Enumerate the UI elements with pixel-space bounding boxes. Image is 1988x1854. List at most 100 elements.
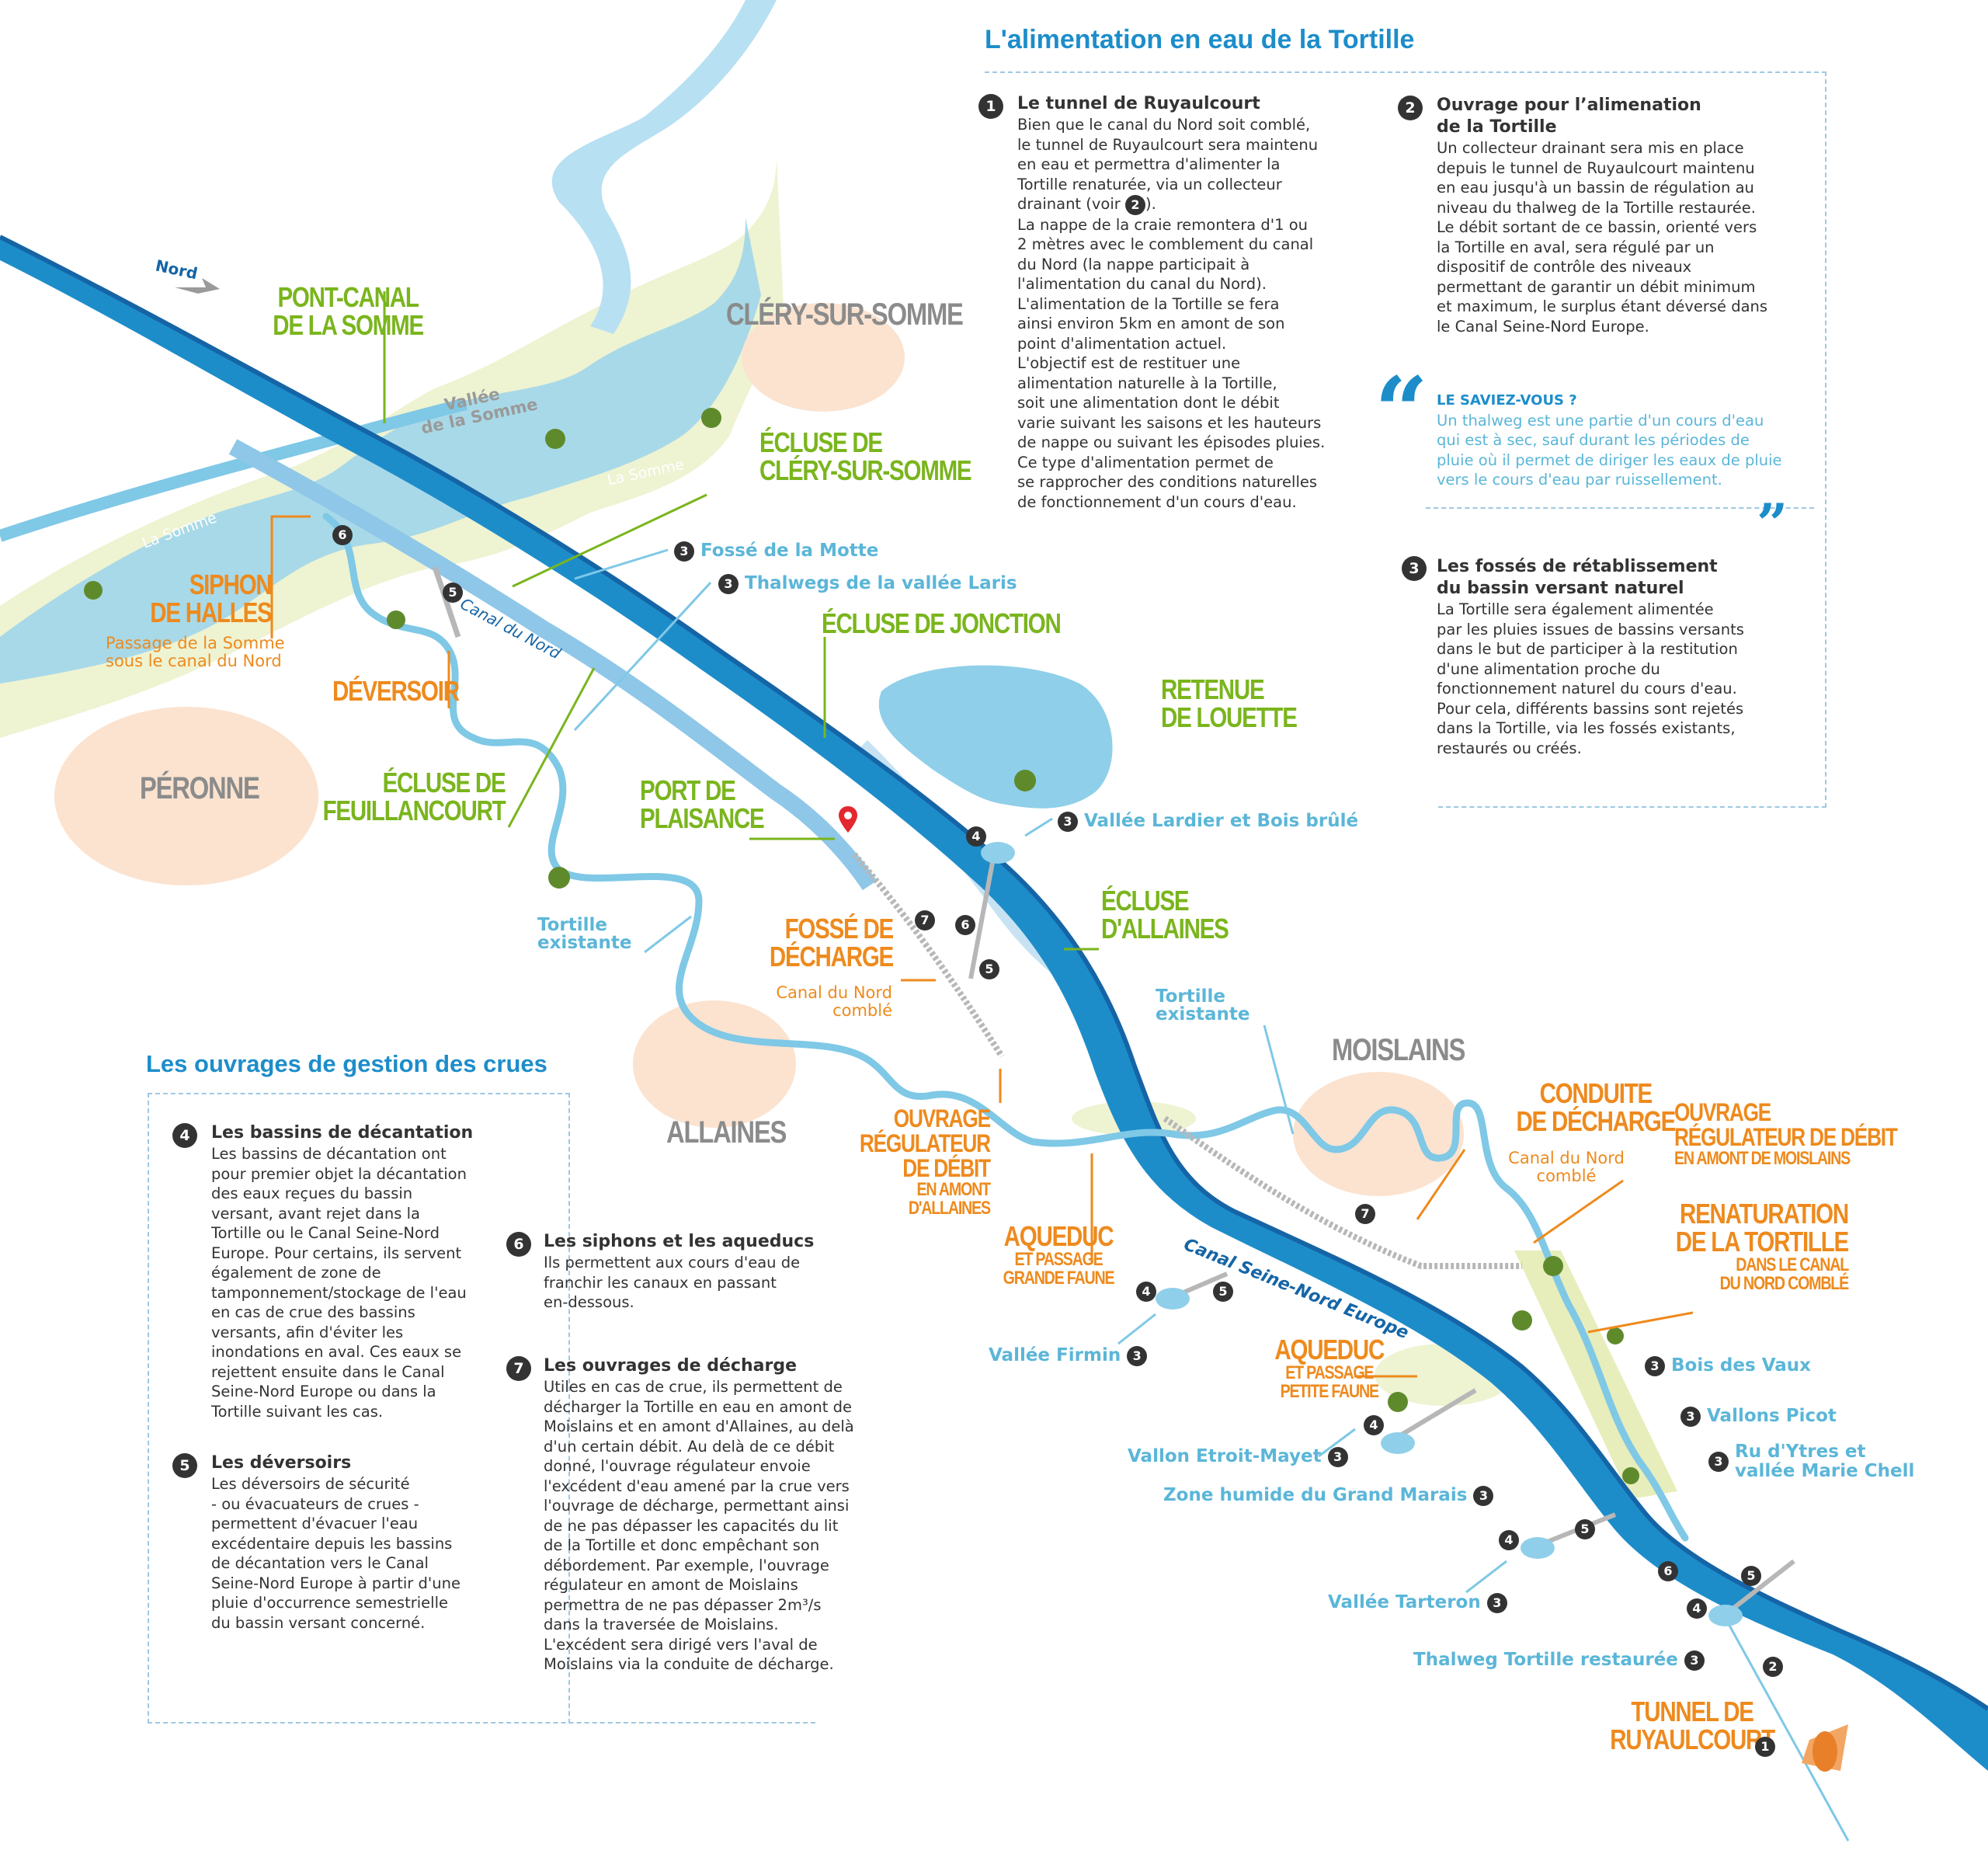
marker-5-deversoir: 5: [443, 583, 463, 603]
block-7-line-7: de ne pas dépasser les capacités du lit: [544, 1516, 839, 1535]
block-7-line-11: permettra de ne pas dépasser 2m³/s: [544, 1595, 822, 1614]
quote-open-mark: “: [1375, 357, 1429, 466]
label-fosse-decharge: FOSSÉ DE DÉCHARGE: [769, 915, 894, 972]
label-ecluse-feuillancourt: ÉCLUSE DE FEUILLANCOURT: [322, 767, 506, 826]
block-7-line-13: L'excédent sera dirigé vers l'aval de: [544, 1635, 818, 1654]
block-5-line-6: pluie d'occurrence semestrielle: [211, 1594, 448, 1612]
block-1-ref-close: ).: [1145, 195, 1156, 213]
label-ecluse-feuil-1: ÉCLUSE DE: [382, 767, 506, 798]
label-ouvrage-allaines-5: D'ALLAINES: [909, 1198, 991, 1219]
label-fosse-2: DÉCHARGE: [769, 941, 894, 972]
block-7-line-1: décharger la Tortille en eau en amont de: [544, 1397, 852, 1416]
label-renaturation: RENATURATION DE LA TORTILLE DANS LE CANA…: [1675, 1200, 1849, 1293]
block-7-line-4: donné, l'ouvrage régulateur envoie: [544, 1457, 811, 1475]
block-4-line-2: des eaux reçues du bassin: [211, 1184, 413, 1202]
block-1-line-14: soit une alimentation dont le débit: [1017, 394, 1280, 412]
block-4-line-4: Tortille ou le Canal Seine-Nord: [211, 1224, 440, 1242]
label-vallons-picot-text: Vallons Picot: [1707, 1406, 1837, 1426]
label-siphon-1: SIPHON: [189, 569, 273, 600]
label-ouvrage-moislains-2: RÉGULATEUR DE DÉBIT: [1674, 1123, 1898, 1151]
label-grand-marais-text: Zone humide du Grand Marais: [1163, 1485, 1468, 1505]
label-ecluse-feuil-2: FEUILLANCOURT: [322, 795, 506, 826]
block-4-line-10: inondations en aval. Ces eaux se: [211, 1343, 462, 1361]
label-thalwegs-laris-text: Thalwegs de la vallée Laris: [745, 573, 1017, 593]
block-5-line-5: Seine-Nord Europe à partir d'une: [211, 1574, 461, 1592]
block-1-line-2: en eau et permettra d'alimenter la: [1017, 155, 1281, 173]
marker-4-tarteron: 4: [1499, 1530, 1519, 1550]
block-1-line-15: varie suivant les saisons et les hauteur…: [1017, 413, 1322, 432]
label-aqueduc-pf: AQUEDUC ET PASSAGE PETITE FAUNE: [1274, 1336, 1385, 1401]
block-7-number: 7: [506, 1356, 531, 1381]
town-peronne: PÉRONNE: [140, 771, 260, 805]
label-aqueduc-gf-1: AQUEDUC: [1003, 1220, 1114, 1252]
block-4-text: Les bassins de décantation Les bassins d…: [211, 1122, 475, 1421]
marker-2-collecteur: 2: [1763, 1657, 1783, 1677]
block-1-line-17: Ce type d'alimentation permet de: [1017, 453, 1274, 471]
label-aqueduc-pf-2: ET PASSAGE: [1285, 1362, 1374, 1383]
block-7-line-10: régulateur en amont de Moislains: [544, 1576, 798, 1594]
label-fosse-motte-text: Fossé de la Motte: [700, 541, 879, 561]
marker-6-tarteron: 6: [1658, 1561, 1678, 1581]
block-7-line-6: l'ouvrage de décharge, permettant ainsi: [544, 1497, 850, 1515]
label-bois-vaux: 3 Bois des Vaux: [1645, 1355, 1811, 1376]
collecteur-line: [1722, 1615, 1850, 1842]
label-ouvrage-moislains-3: EN AMONT DE MOISLAINS: [1674, 1148, 1851, 1169]
label-grand-marais: Zone humide du Grand Marais 3: [1163, 1485, 1494, 1506]
block-2-title-2: de la Tortille: [1437, 117, 1557, 137]
label-aqueduc-gf-3: GRANDE FAUNE: [1003, 1268, 1115, 1289]
label-ouvrage-allaines: OUVRAGE RÉGULATEUR DE DÉBIT EN AMONT D'A…: [860, 1106, 992, 1219]
basin-restauree: [1708, 1605, 1743, 1626]
marker-4-etroit: 4: [1364, 1415, 1384, 1435]
saviez-text: LE SAVIEZ-VOUS ? Un thalweg est une part…: [1437, 391, 1817, 490]
marker-6-allaines: 6: [955, 915, 975, 935]
saviez-box: [1426, 392, 1814, 509]
canal-seine-nord-europe: [0, 237, 1988, 1771]
block-5-line-3: excédentaire depuis les bassins: [211, 1534, 453, 1553]
block-1-line-11: point d'alimentation actuel.: [1017, 334, 1227, 353]
block-1-line-19: de fonctionnement d'un cours d'eau.: [1017, 492, 1297, 511]
block-1-number: 1: [978, 94, 1003, 119]
town-peronne-area: [54, 707, 318, 885]
etroit-ditch: [1396, 1388, 1477, 1439]
block-2-number: 2: [1398, 96, 1423, 120]
label-conduite-sub: Canal du Nord comblé: [1508, 1149, 1625, 1186]
marker-5-tarteron: 5: [1575, 1519, 1595, 1539]
basin-tarteron: [1521, 1537, 1555, 1559]
block-2-line-7: permettant de garantir un débit minimum: [1437, 277, 1756, 296]
label-pont-canal: PONT-CANAL DE LA SOMME: [273, 283, 424, 339]
label-fosse-motte: 3 Fossé de la Motte: [674, 541, 878, 562]
block-5-text: Les déversoirs Les déversoirs de sécurit…: [211, 1452, 475, 1633]
label-ecluse-allaines-2: D'ALLAINES: [1101, 913, 1229, 944]
label-ru-ytres-2: vallée Marie Chell: [1735, 1461, 1915, 1482]
saviez-line-2: pluie où il permet de diriger les eaux d…: [1437, 450, 1782, 469]
label-conduite-sub-2: comblé: [1536, 1167, 1597, 1186]
label-ouvrage-moislains: OUVRAGE RÉGULATEUR DE DÉBIT EN AMONT DE …: [1674, 1098, 1898, 1169]
marker-3-lardier: 3: [1058, 811, 1078, 832]
label-ecluse-jonction: ÉCLUSE DE JONCTION: [822, 607, 1062, 639]
block-1-line-18: se rapprocher des conditions naturelles: [1017, 473, 1318, 491]
block-7-line-8: de la Tortille et donc empêchant son: [544, 1536, 820, 1554]
block-1-line-9: L'alimentation de la Tortille se fera: [1017, 294, 1280, 313]
flood-panel-bottom: [148, 1722, 815, 1724]
label-deversoir: DÉVERSOIR: [332, 675, 460, 707]
block-4-line-9: versants, afin d'éviter les: [211, 1323, 404, 1341]
block-3-line-2: dans le but de participer à la restituti…: [1437, 640, 1738, 658]
town-clery-area: [742, 303, 905, 412]
label-lardier: 3 Vallée Lardier et Bois brûlé: [1058, 811, 1358, 832]
label-tortille-existante-1: Tortille existante: [537, 917, 632, 952]
label-conduite-sub-1: Canal du Nord: [1508, 1149, 1625, 1167]
label-renat-2: DE LA TORTILLE: [1675, 1226, 1849, 1257]
block-6-number: 6: [506, 1232, 531, 1257]
block-4-line-11: rejettent ensuite dans le Canal: [211, 1362, 445, 1381]
marker-3-ru-ytres: 3: [1708, 1452, 1729, 1473]
town-moislains-area: [1293, 1072, 1464, 1196]
marker-7-moislains: 7: [1355, 1204, 1375, 1224]
label-ouvrage-allaines-4: EN AMONT: [916, 1179, 992, 1200]
label-thalweg-restauree-text: Thalweg Tortille restaurée: [1413, 1650, 1678, 1670]
block-1-line-4: drainant (voir 2).: [1017, 194, 1359, 215]
retenue-louette-water: [878, 665, 1113, 809]
label-ouvrage-moislains-1: OUVRAGE: [1674, 1098, 1771, 1126]
marker-7-allaines: 7: [915, 910, 935, 930]
